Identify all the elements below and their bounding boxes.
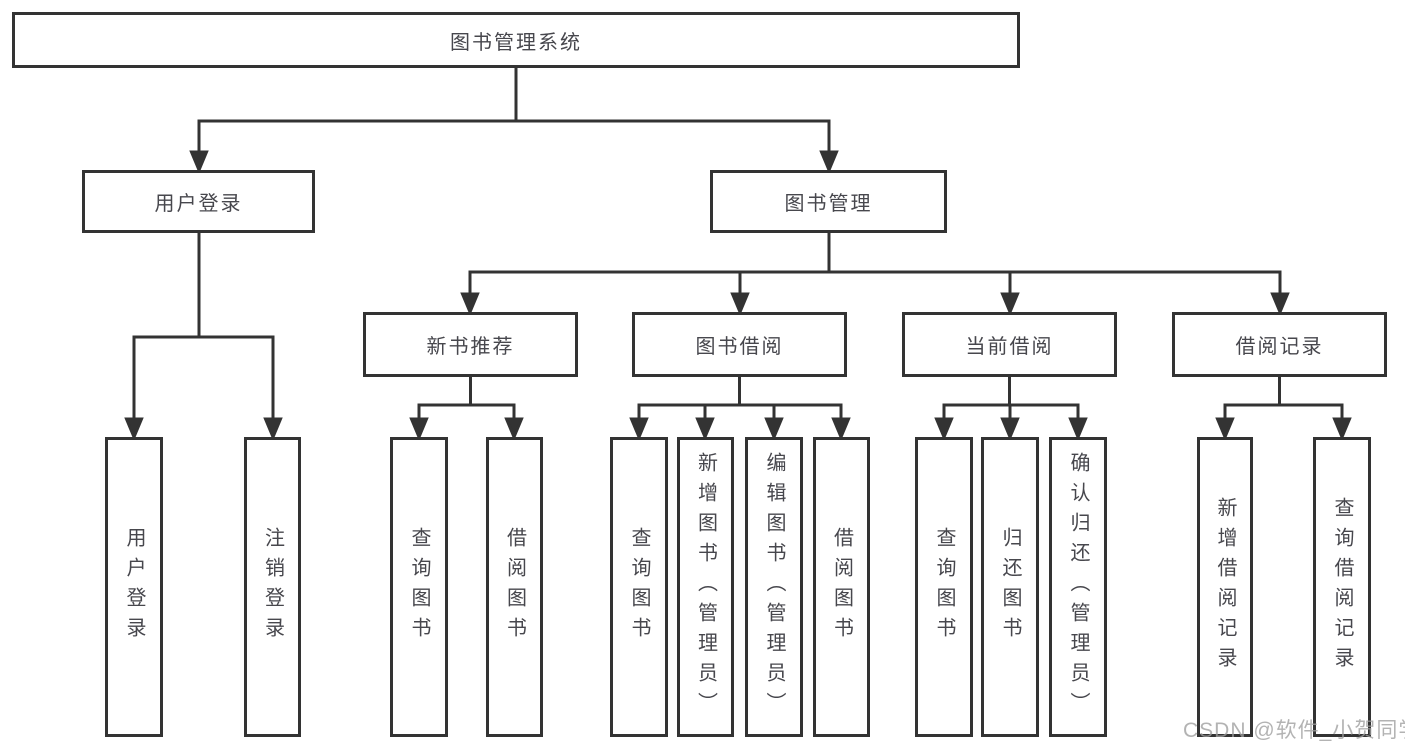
node-book-borrow: 图书借阅 bbox=[632, 312, 847, 377]
leaf-confirm-return-admin: 确认归还（管理员） bbox=[1049, 437, 1107, 737]
leaf-query-book-2: 查询图书 bbox=[610, 437, 668, 737]
leaf-user-login: 用户登录 bbox=[105, 437, 163, 737]
leaf-edit-book-admin: 编辑图书（管理员） bbox=[745, 437, 803, 737]
leaf-query-book-1: 查询图书 bbox=[390, 437, 448, 737]
node-book-management-label: 图书管理 bbox=[784, 193, 873, 215]
node-user-login: 用户登录 bbox=[82, 170, 315, 233]
node-borrow-records: 借阅记录 bbox=[1172, 312, 1387, 377]
node-book-borrow-label: 图书借阅 bbox=[695, 336, 784, 358]
leaf-user-login-label: 用户登录 bbox=[123, 527, 145, 647]
leaf-edit-book-admin-label: 编辑图书（管理员） bbox=[763, 452, 785, 722]
leaf-query-borrow-record: 查询借阅记录 bbox=[1313, 437, 1371, 737]
connector-current-borrow-to-leaves bbox=[934, 377, 1088, 441]
connector-new-book-rec-to-leaves bbox=[409, 377, 524, 441]
leaf-borrow-book-2-label: 借阅图书 bbox=[830, 527, 853, 647]
leaf-borrow-book-1: 借阅图书 bbox=[486, 437, 543, 737]
csdn-watermark: CSDN @软件_小贺同学 bbox=[1183, 719, 1405, 742]
node-library-system-root-label: 图书管理系统 bbox=[450, 31, 582, 54]
connector-user-login-to-leaves bbox=[124, 233, 283, 441]
leaf-query-book-1-label: 查询图书 bbox=[408, 527, 430, 647]
leaf-return-book-label: 归还图书 bbox=[999, 527, 1021, 647]
leaf-add-book-admin: 新增图书（管理员） bbox=[677, 437, 734, 737]
leaf-add-book-admin-label: 新增图书（管理员） bbox=[694, 452, 717, 722]
node-borrow-records-label: 借阅记录 bbox=[1235, 336, 1324, 358]
connector-book-mgmt-to-level3 bbox=[460, 233, 1290, 316]
node-user-login-label: 用户登录 bbox=[154, 193, 243, 215]
node-new-book-recommend-label: 新书推荐 bbox=[426, 336, 515, 358]
leaf-borrow-book-2: 借阅图书 bbox=[813, 437, 870, 737]
leaf-query-book-3: 查询图书 bbox=[915, 437, 973, 737]
leaf-borrow-book-1-label: 借阅图书 bbox=[503, 527, 526, 647]
leaf-query-book-2-label: 查询图书 bbox=[628, 527, 650, 647]
leaf-logout-label: 注销登录 bbox=[261, 527, 284, 647]
node-library-system-root: 图书管理系统 bbox=[12, 12, 1020, 68]
node-current-borrow-label: 当前借阅 bbox=[965, 336, 1054, 358]
node-book-management: 图书管理 bbox=[710, 170, 947, 233]
leaf-query-borrow-record-label: 查询借阅记录 bbox=[1331, 497, 1353, 677]
node-current-borrow: 当前借阅 bbox=[902, 312, 1117, 377]
leaf-add-borrow-record-label: 新增借阅记录 bbox=[1214, 497, 1236, 677]
leaf-query-book-3-label: 查询图书 bbox=[933, 527, 955, 647]
connector-root-to-level2 bbox=[189, 68, 839, 174]
leaf-logout: 注销登录 bbox=[244, 437, 301, 737]
leaf-add-borrow-record: 新增借阅记录 bbox=[1197, 437, 1253, 737]
leaf-confirm-return-admin-label: 确认归还（管理员） bbox=[1067, 452, 1089, 722]
connector-book-borrow-to-leaves bbox=[629, 377, 851, 441]
node-new-book-recommend: 新书推荐 bbox=[363, 312, 578, 377]
connector-borrow-records-to-leaves bbox=[1215, 377, 1352, 441]
leaf-return-book: 归还图书 bbox=[981, 437, 1039, 737]
